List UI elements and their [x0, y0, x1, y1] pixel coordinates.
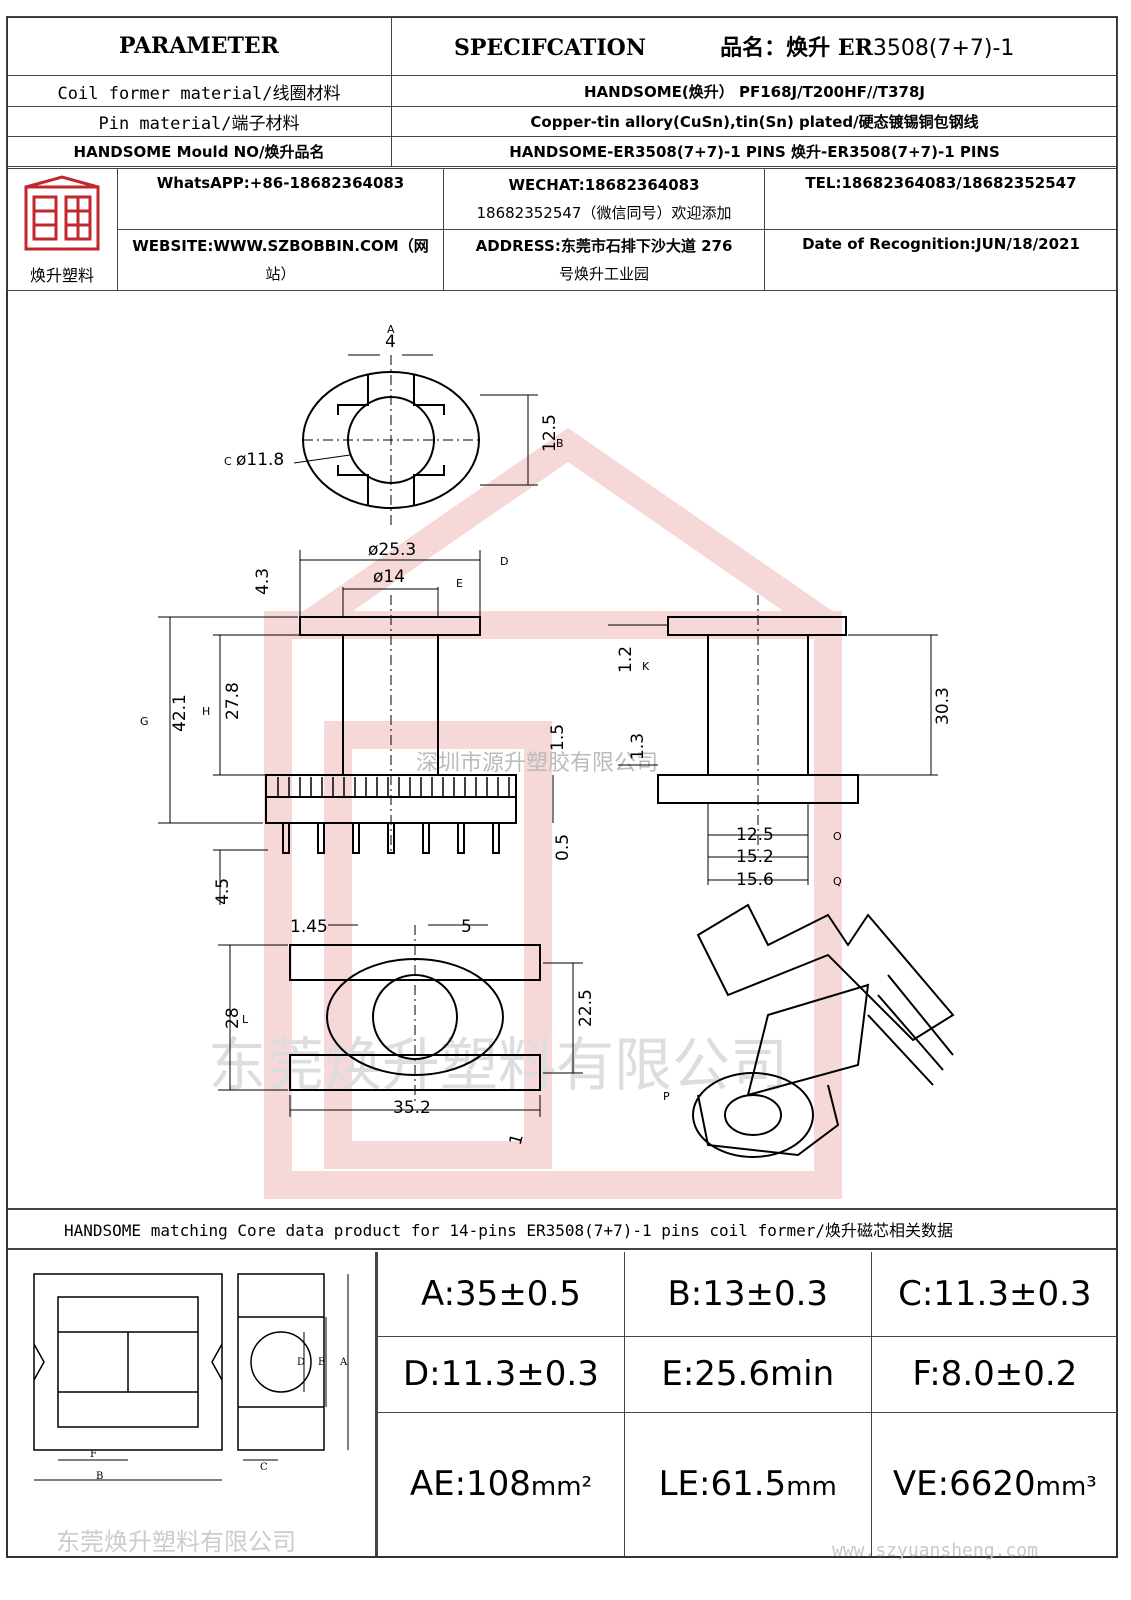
svg-text:F: F: [90, 1449, 97, 1460]
dim-m: 30.3: [933, 687, 953, 725]
svg-text:Q: Q: [833, 875, 842, 888]
header-table: PARAMETER SPECIFCATION 品名：焕升 ER3508(7+7)…: [6, 16, 1118, 167]
mould-no-value: HANDSOME-ER3508(7+7)-1 PINS 焕升-ER3508(7+…: [391, 136, 1118, 167]
svg-text:D: D: [500, 555, 508, 568]
dim-n: 12.5: [736, 825, 774, 845]
svg-text:L: L: [242, 1013, 249, 1026]
core-divider: [375, 1252, 377, 1556]
pin-material-label: Pin material/端子材料: [6, 106, 392, 137]
core-data-title: HANDSOME matching Core data product for …: [8, 1208, 1116, 1250]
dim-b: 12.5: [540, 414, 560, 452]
technical-drawing: 深圳市源升塑胶有限公司 东莞焕升塑料有限公司: [140, 323, 955, 1199]
wechat-info: WECHAT:18682364083 18682352547（微信同号）欢迎添加: [443, 168, 765, 230]
core-figure: A B C D E F 东莞焕升塑料有限公司: [33, 1273, 349, 1556]
svg-text:D: D: [297, 1357, 305, 1368]
dim-o: 15.2: [736, 847, 774, 867]
side-view: [608, 595, 938, 885]
pin: [457, 822, 465, 854]
watermark-text-bottom: 东莞焕升塑料有限公司: [208, 1031, 788, 1099]
coil-material-value: HANDSOME(焕升） PF168J/T200HF//T378J: [391, 75, 1118, 107]
spec-heading: SPECIFCATION 品名：焕升 ER3508(7+7)-1: [391, 16, 1118, 76]
logo-icon: [24, 175, 100, 251]
dim-k: 1.2: [616, 646, 636, 673]
watermark-text-top: 深圳市源升塑胶有限公司: [416, 751, 658, 776]
core-e: E:25.6min: [623, 1335, 872, 1413]
contact-table: 焕升塑料 WhatsAPP:+86-18682364083 WECHAT:186…: [6, 168, 1118, 291]
svg-text:C: C: [260, 1462, 268, 1473]
dim-c: ø11.8: [236, 450, 284, 470]
dim-u: 22.5: [576, 989, 596, 1027]
dimension-markers: A B C D E G H K L O P Q: [140, 323, 842, 1103]
pin: [422, 822, 430, 854]
core-le: LE:61.5mm: [623, 1411, 872, 1556]
coil-material-label: Coil former material/线圈材料: [6, 75, 392, 107]
website-info: WEBSITE:WWW.SZBOBBIN.COM（网 站）: [117, 229, 444, 291]
dim-t: 28: [223, 1007, 243, 1029]
top-view: [293, 354, 538, 525]
core-ae: AE:108mm²: [377, 1411, 625, 1556]
svg-text:E: E: [318, 1357, 325, 1368]
core-f: F:8.0±0.2: [870, 1335, 1118, 1413]
dim-w: 1: [506, 1132, 528, 1148]
pin: [317, 822, 325, 854]
core-ve: VE:6620mm³: [870, 1411, 1118, 1556]
address-info: ADDRESS:东莞市石排下沙大道 276 号焕升工业园: [443, 229, 765, 291]
svg-text:C: C: [224, 455, 232, 468]
bottom-view: [218, 924, 583, 1117]
pin: [492, 822, 500, 854]
dim-s: 5: [461, 917, 472, 937]
pin-material-value: Copper-tin allory(CuSn),tin(Sn) plated/硬…: [391, 106, 1118, 137]
parameter-heading: PARAMETER: [6, 16, 392, 76]
product-name: 品名：焕升 ER3508(7+7)-1: [720, 35, 1015, 61]
whatsapp-info: WhatsAPP:+86-18682364083: [117, 168, 444, 230]
core-fig-labels: A B C D E F: [90, 1357, 348, 1482]
svg-text:A: A: [339, 1357, 348, 1368]
core-values-table: A:35±0.5 B:13±0.3 C:11.3±0.3 D:11.3±0.3 …: [377, 1252, 1118, 1556]
svg-text:E: E: [456, 577, 463, 590]
core-b: B:13±0.3: [623, 1252, 872, 1337]
dim-j: 0.5: [553, 834, 573, 861]
svg-text:B: B: [96, 1471, 103, 1482]
dim-e: ø14: [373, 567, 405, 587]
dim-v: 35.2: [393, 1098, 431, 1118]
pin: [282, 822, 290, 854]
svg-text:A: A: [387, 323, 395, 336]
svg-text:H: H: [202, 705, 210, 718]
core-a: A:35±0.5: [377, 1252, 625, 1337]
dim-p: 15.6: [736, 870, 774, 890]
core-watermark: 东莞焕升塑料有限公司: [56, 1528, 296, 1556]
dim-l: 1.3: [628, 733, 648, 760]
dim-g: 42.1: [170, 694, 190, 732]
svg-text:O: O: [833, 830, 842, 843]
dim-f: 4.3: [253, 568, 273, 595]
mould-no-label: HANDSOME Mould NO/焕升品名: [6, 136, 392, 167]
core-d: D:11.3±0.3: [377, 1335, 625, 1413]
dim-a: 4: [385, 332, 396, 352]
pin: [387, 822, 395, 854]
svg-text:G: G: [140, 715, 149, 728]
core-c: C:11.3±0.3: [870, 1252, 1118, 1337]
isometric-view: [692, 903, 955, 1158]
company-logo: 焕升塑料: [6, 168, 118, 291]
svg-text:B: B: [556, 437, 564, 450]
svg-text:P: P: [663, 1090, 670, 1103]
tel-info: TEL:18682364083/18682352547: [764, 168, 1118, 230]
dim-h: 27.8: [223, 682, 243, 720]
dim-r: 1.45: [290, 917, 328, 937]
dim-i: 1.5: [548, 724, 568, 751]
recognition-date: Date of Recognition:JUN/18/2021: [764, 229, 1118, 291]
dimension-labels: 4 12.5 ø11.8 ø25.3 ø14 4.3 42.1 27.8 1.5…: [170, 332, 953, 1147]
site-watermark: www.szyuansheng.com: [832, 1540, 1038, 1561]
dim-q: 4.5: [213, 878, 233, 905]
logo-caption: 焕升塑料: [29, 266, 94, 285]
dim-d: ø25.3: [368, 540, 416, 560]
pin: [352, 822, 360, 854]
svg-text:K: K: [642, 660, 650, 673]
